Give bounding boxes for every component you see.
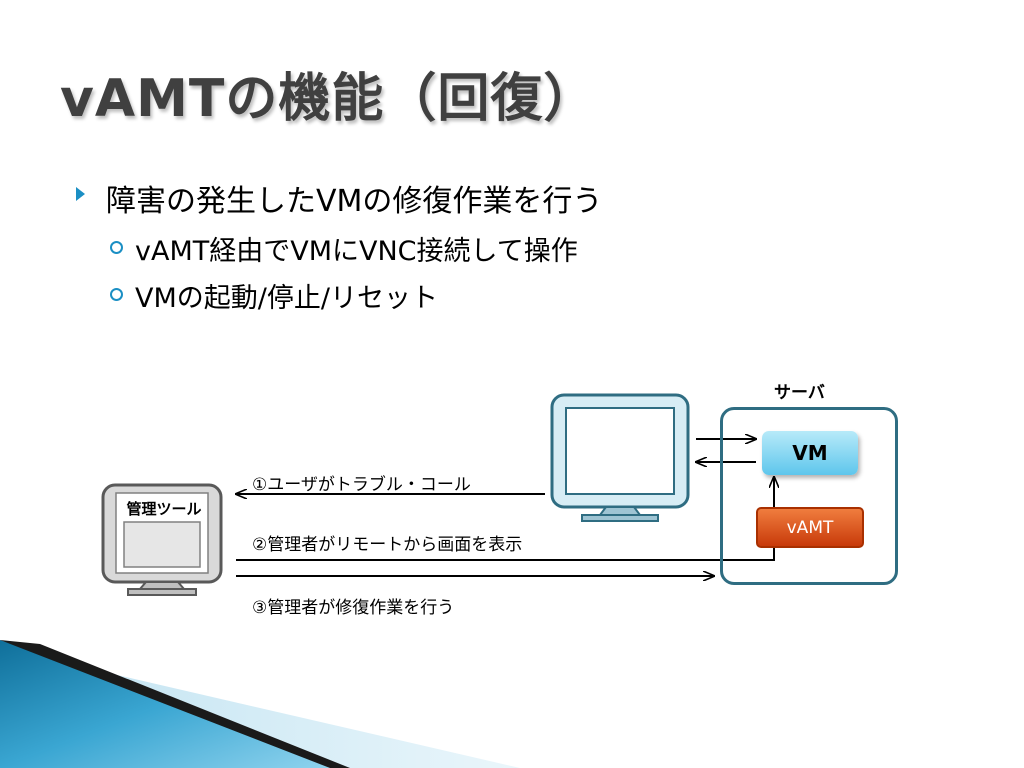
vm-box: VM — [762, 431, 858, 475]
server-label: サーバ — [774, 383, 825, 403]
user-monitor-icon — [550, 393, 690, 522]
management-tool-label: 管理ツール — [126, 500, 202, 518]
bullet-circle-icon — [110, 288, 123, 301]
step-1-label: ①ユーザがトラブル・コール — [252, 475, 471, 495]
bullet-main-text: 障害の発生したVMの修復作業を行う — [106, 184, 603, 219]
bullet-sub-1-text: vAMT経由でVMにVNC接続して操作 — [135, 236, 578, 267]
bullet-circle-icon — [110, 241, 123, 254]
bullet-sub-1: vAMT経由でVMにVNC接続して操作 — [110, 229, 578, 268]
bullet-main: 障害の発生したVMの修復作業を行う — [76, 176, 603, 220]
slide-title: vAMTの機能（回復） — [60, 69, 597, 129]
step-3-label: ③管理者が修復作業を行う — [252, 598, 455, 618]
arrow-icon — [236, 477, 774, 561]
management-tool-monitor-icon — [101, 483, 223, 596]
bullet-sub-2: VMの起動/停止/リセット — [110, 276, 438, 315]
bullet-sub-2-text: VMの起動/停止/リセット — [135, 283, 438, 314]
server-box — [720, 407, 898, 585]
step-2-label: ②管理者がリモートから画面を表示 — [252, 535, 523, 555]
vamt-box: vAMT — [756, 507, 864, 548]
swoosh-dark — [0, 640, 350, 768]
bullet-triangle-icon — [76, 187, 85, 201]
